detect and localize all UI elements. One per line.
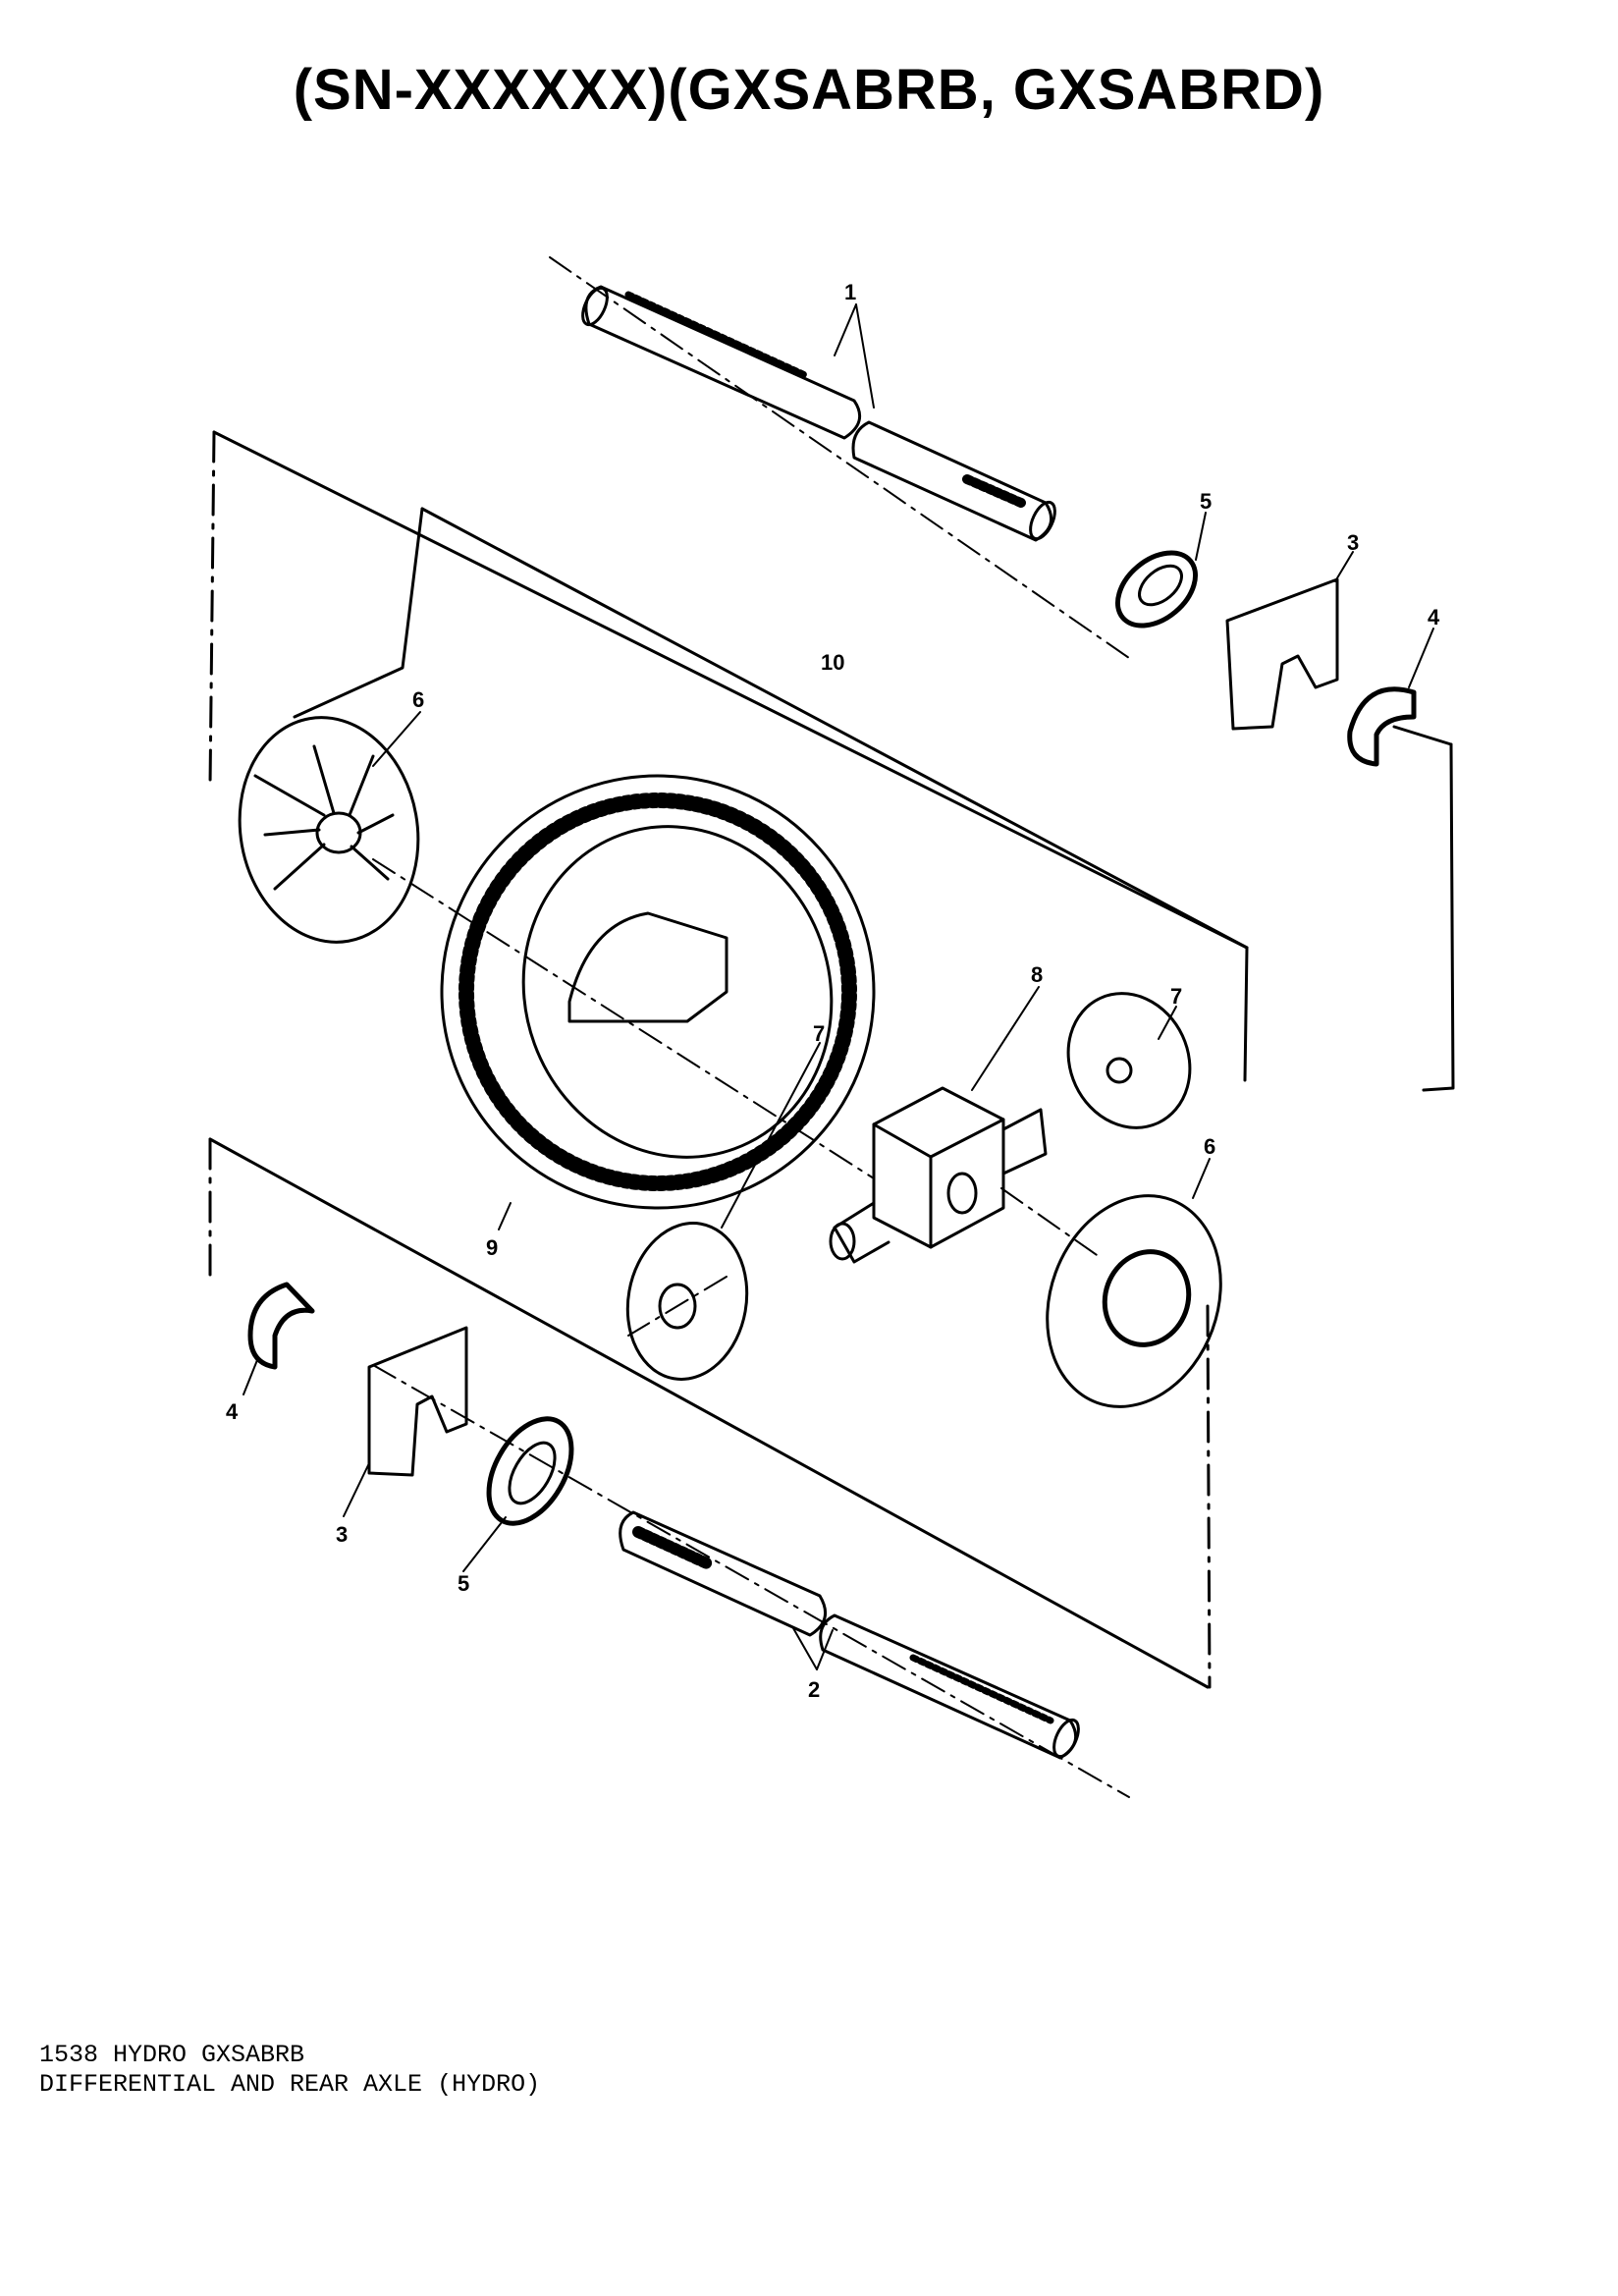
callout-4: 4 xyxy=(1428,605,1440,629)
upper-bracket xyxy=(1225,577,1339,731)
differential-cross-block xyxy=(829,1086,1048,1264)
upper-seal xyxy=(1115,550,1198,629)
callout-6: 6 xyxy=(412,687,424,712)
left-side-gear xyxy=(238,716,420,944)
axle-centerline xyxy=(372,1364,1130,1798)
upper-pinion-gear xyxy=(1066,992,1192,1129)
right-side-gear xyxy=(1046,1194,1222,1408)
upper-retaining-clip xyxy=(1347,686,1417,767)
callout-8: 8 xyxy=(1031,962,1043,987)
footer-description-line: DIFFERENTIAL AND REAR AXLE (HYDRO) xyxy=(39,2070,541,2099)
callout-7: 7 xyxy=(813,1021,825,1046)
callout-10: 10 xyxy=(821,650,844,675)
callout-1: 1 xyxy=(844,280,856,304)
footer-model-line: 1538 HYDRO GXSABRB xyxy=(39,2041,305,2069)
axle-centerline xyxy=(549,256,1130,659)
callout-5: 5 xyxy=(1200,489,1212,514)
callout-3: 3 xyxy=(336,1522,348,1547)
callout-4: 4 xyxy=(226,1399,239,1424)
callout-7: 7 xyxy=(1170,984,1182,1009)
leader-lines xyxy=(243,303,1434,1670)
axle-centerline xyxy=(627,1276,728,1337)
lower-bracket xyxy=(367,1326,468,1477)
diagram-title: (SN-XXXXXX)(GXSABRB, GXSABRD) xyxy=(293,58,1325,122)
lower-retaining-clip xyxy=(247,1282,315,1370)
lower-pinion-gear xyxy=(625,1222,749,1381)
lower-axle-shaft xyxy=(619,1510,1080,1760)
callout-5: 5 xyxy=(458,1571,469,1596)
callout-3: 3 xyxy=(1347,530,1359,555)
ring-gear xyxy=(440,774,876,1210)
housing-outline xyxy=(208,430,1455,1689)
upper-axle-shaft xyxy=(581,285,1056,542)
callout-6: 6 xyxy=(1204,1134,1215,1159)
callout-2: 2 xyxy=(808,1677,820,1702)
lower-seal xyxy=(486,1416,574,1526)
callout-9: 9 xyxy=(486,1235,498,1260)
axle-centerline xyxy=(1000,1187,1101,1258)
